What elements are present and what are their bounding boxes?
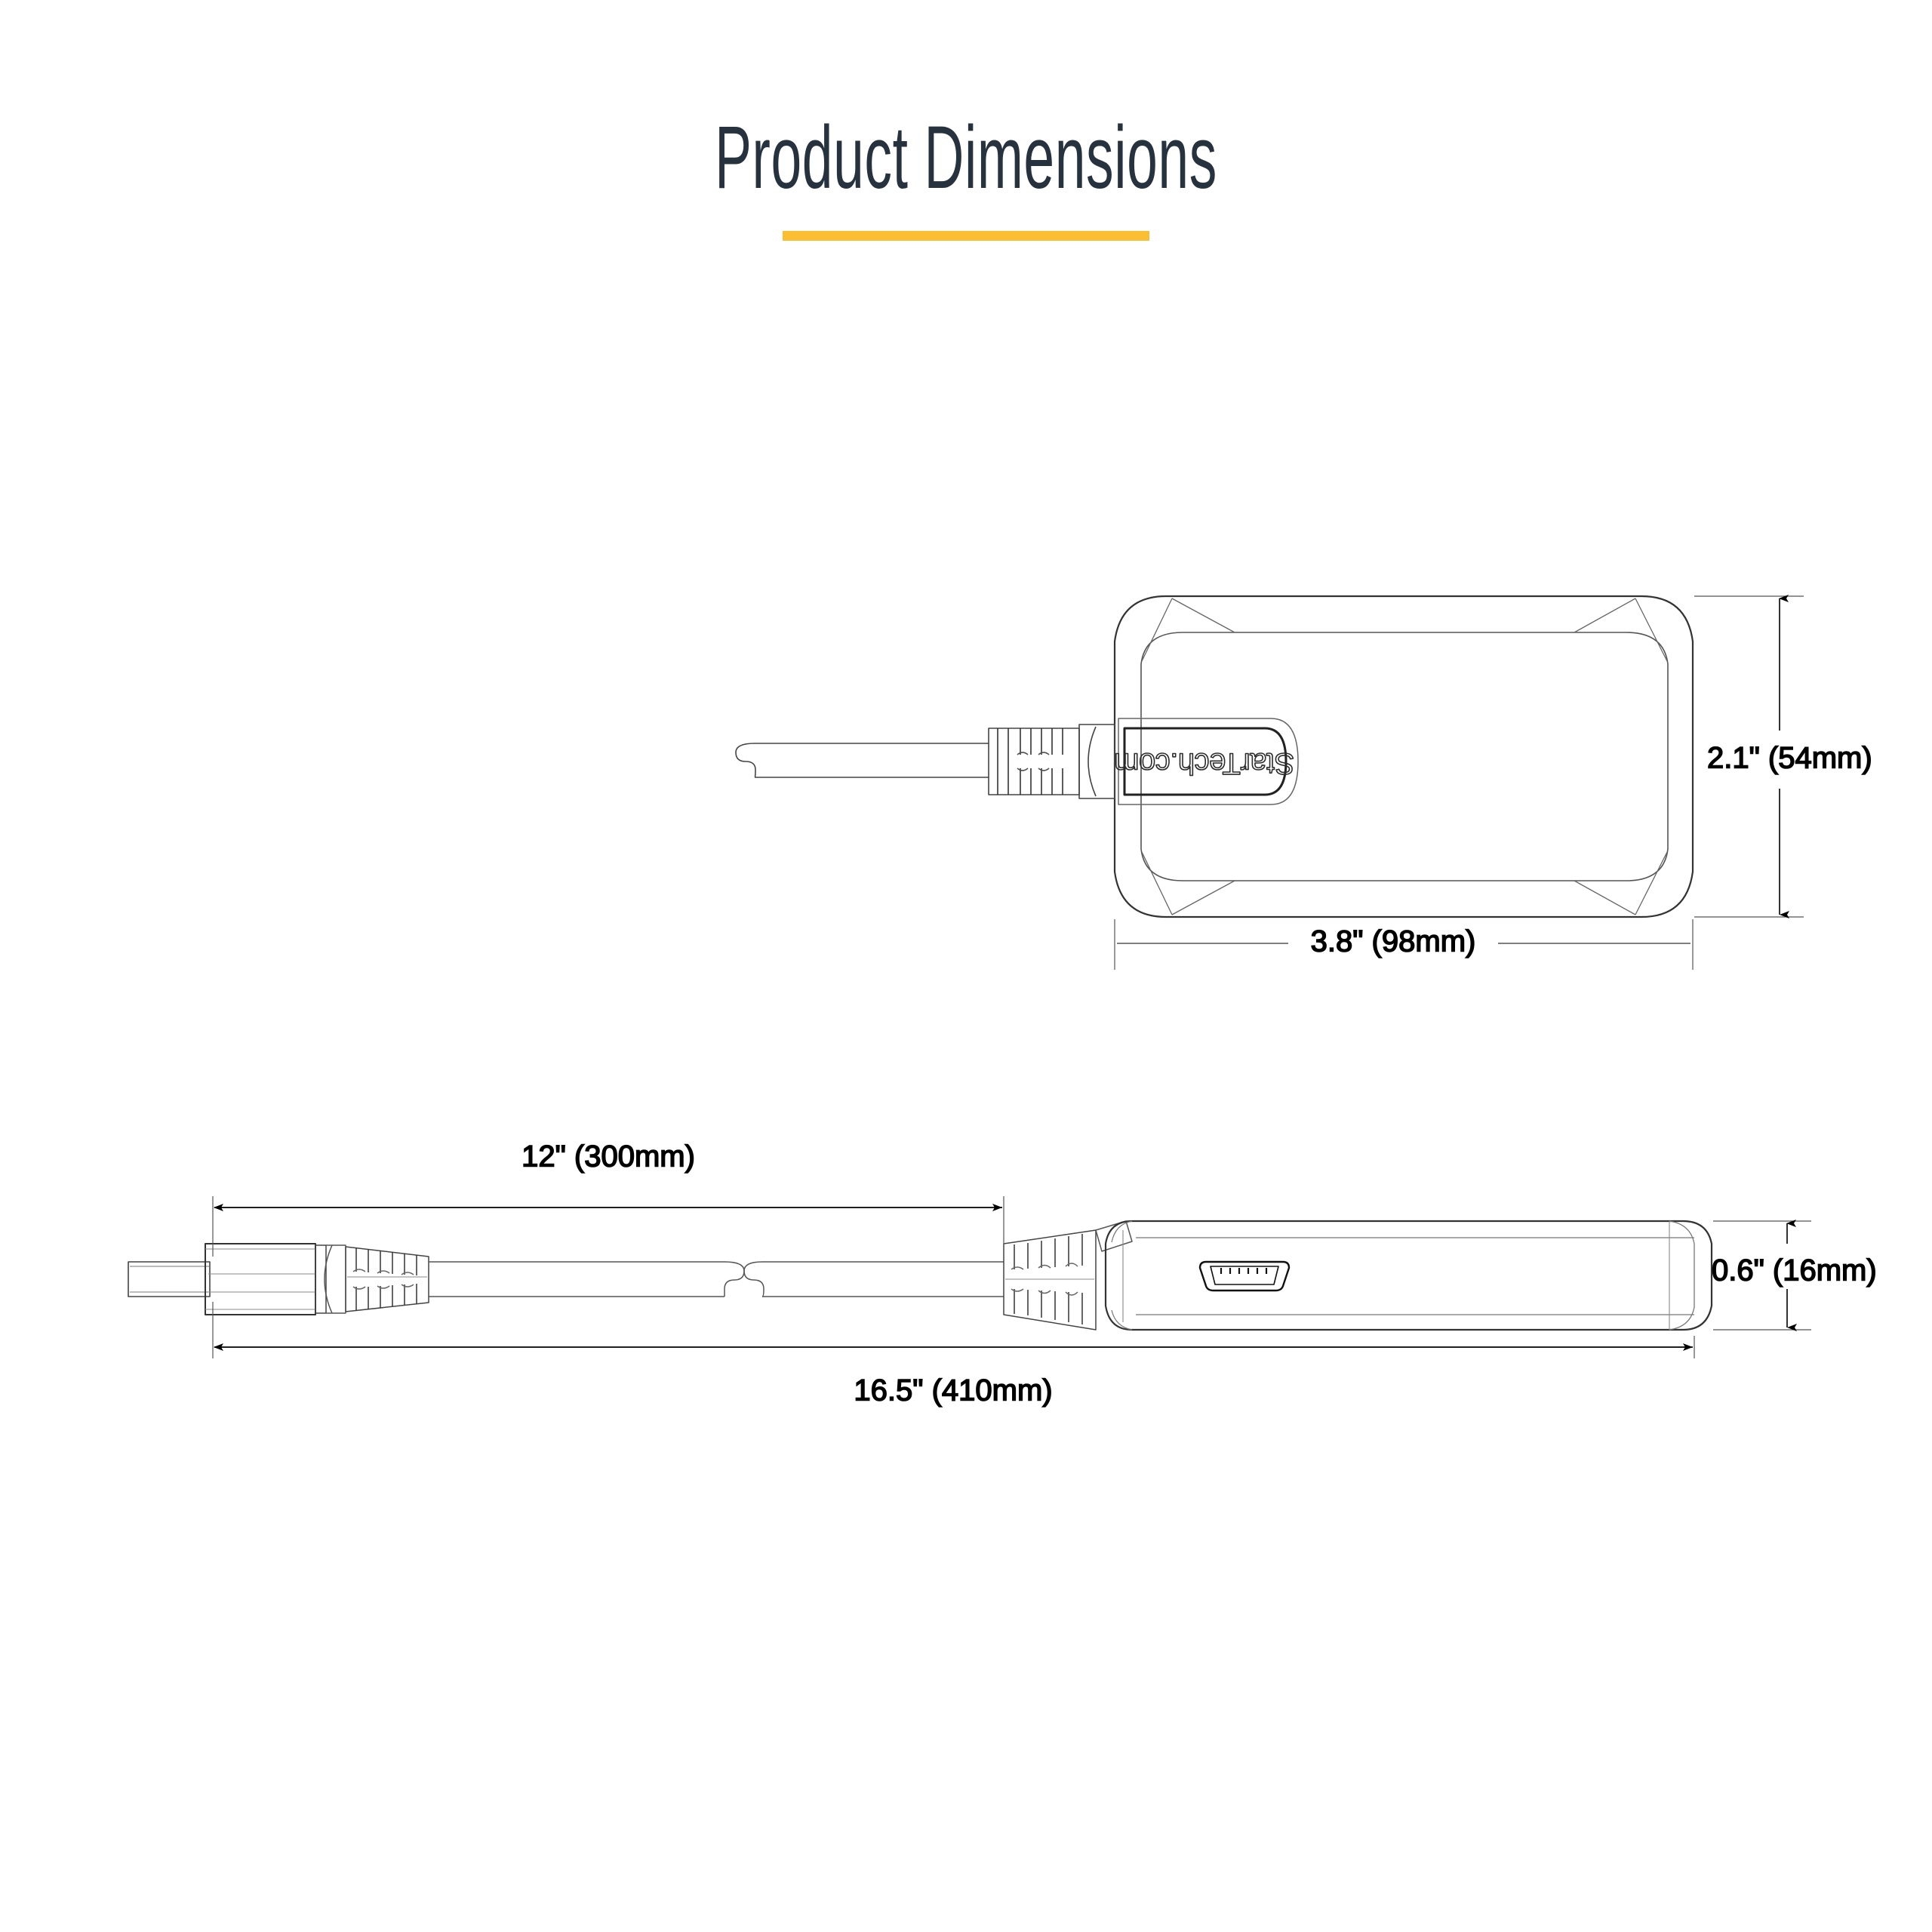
micro-usb-port xyxy=(1198,1260,1291,1292)
title-accent-rule xyxy=(783,231,1149,241)
housing-outer-shell xyxy=(1113,595,1694,918)
overall-length-dimension-label: 16.5" (410mm) xyxy=(854,1374,1052,1407)
cable-run-left xyxy=(429,1261,745,1297)
cable-length-dimension-label: 12" (300mm) xyxy=(521,1140,695,1174)
strain-relief-boot-right xyxy=(1003,1220,1133,1331)
usbc-connector xyxy=(128,1243,346,1315)
strain-relief-boot-left xyxy=(345,1246,429,1312)
top-view-dimensions: 2.1" (54mm) 3.8" (98mm) xyxy=(1114,595,1873,970)
startech-logo-text: StarTech.com xyxy=(1114,746,1295,781)
cable-run-right xyxy=(743,1261,1004,1297)
brand-wordmark: StarTech.com xyxy=(1115,746,1295,780)
branding-badge xyxy=(1118,718,1299,805)
top-width-dimension-label: 3.8" (98mm) xyxy=(1311,925,1476,958)
cable-run-top xyxy=(735,743,989,778)
page-title: Product Dimensions xyxy=(715,108,1217,208)
top-view-group: StarTech.com xyxy=(735,595,1694,918)
body-height-dimension-label: 0.6" (16mm) xyxy=(1712,1254,1877,1287)
housing-inner-face xyxy=(1140,632,1669,881)
adapter-body-side xyxy=(1104,1220,1713,1331)
side-view-dimensions: 12" (300mm) 0.6" (16mm) 16.5" (410mm) xyxy=(212,1140,1878,1407)
cable-boot-ribs xyxy=(988,728,1080,795)
top-height-dimension-label: 2.1" (54mm) xyxy=(1707,742,1872,775)
housing-corner-chamfers xyxy=(1141,598,1668,915)
cable-strain-relief-collar xyxy=(1078,724,1115,799)
side-view-group xyxy=(128,1220,1713,1331)
title-block: Product Dimensions xyxy=(0,113,1932,241)
